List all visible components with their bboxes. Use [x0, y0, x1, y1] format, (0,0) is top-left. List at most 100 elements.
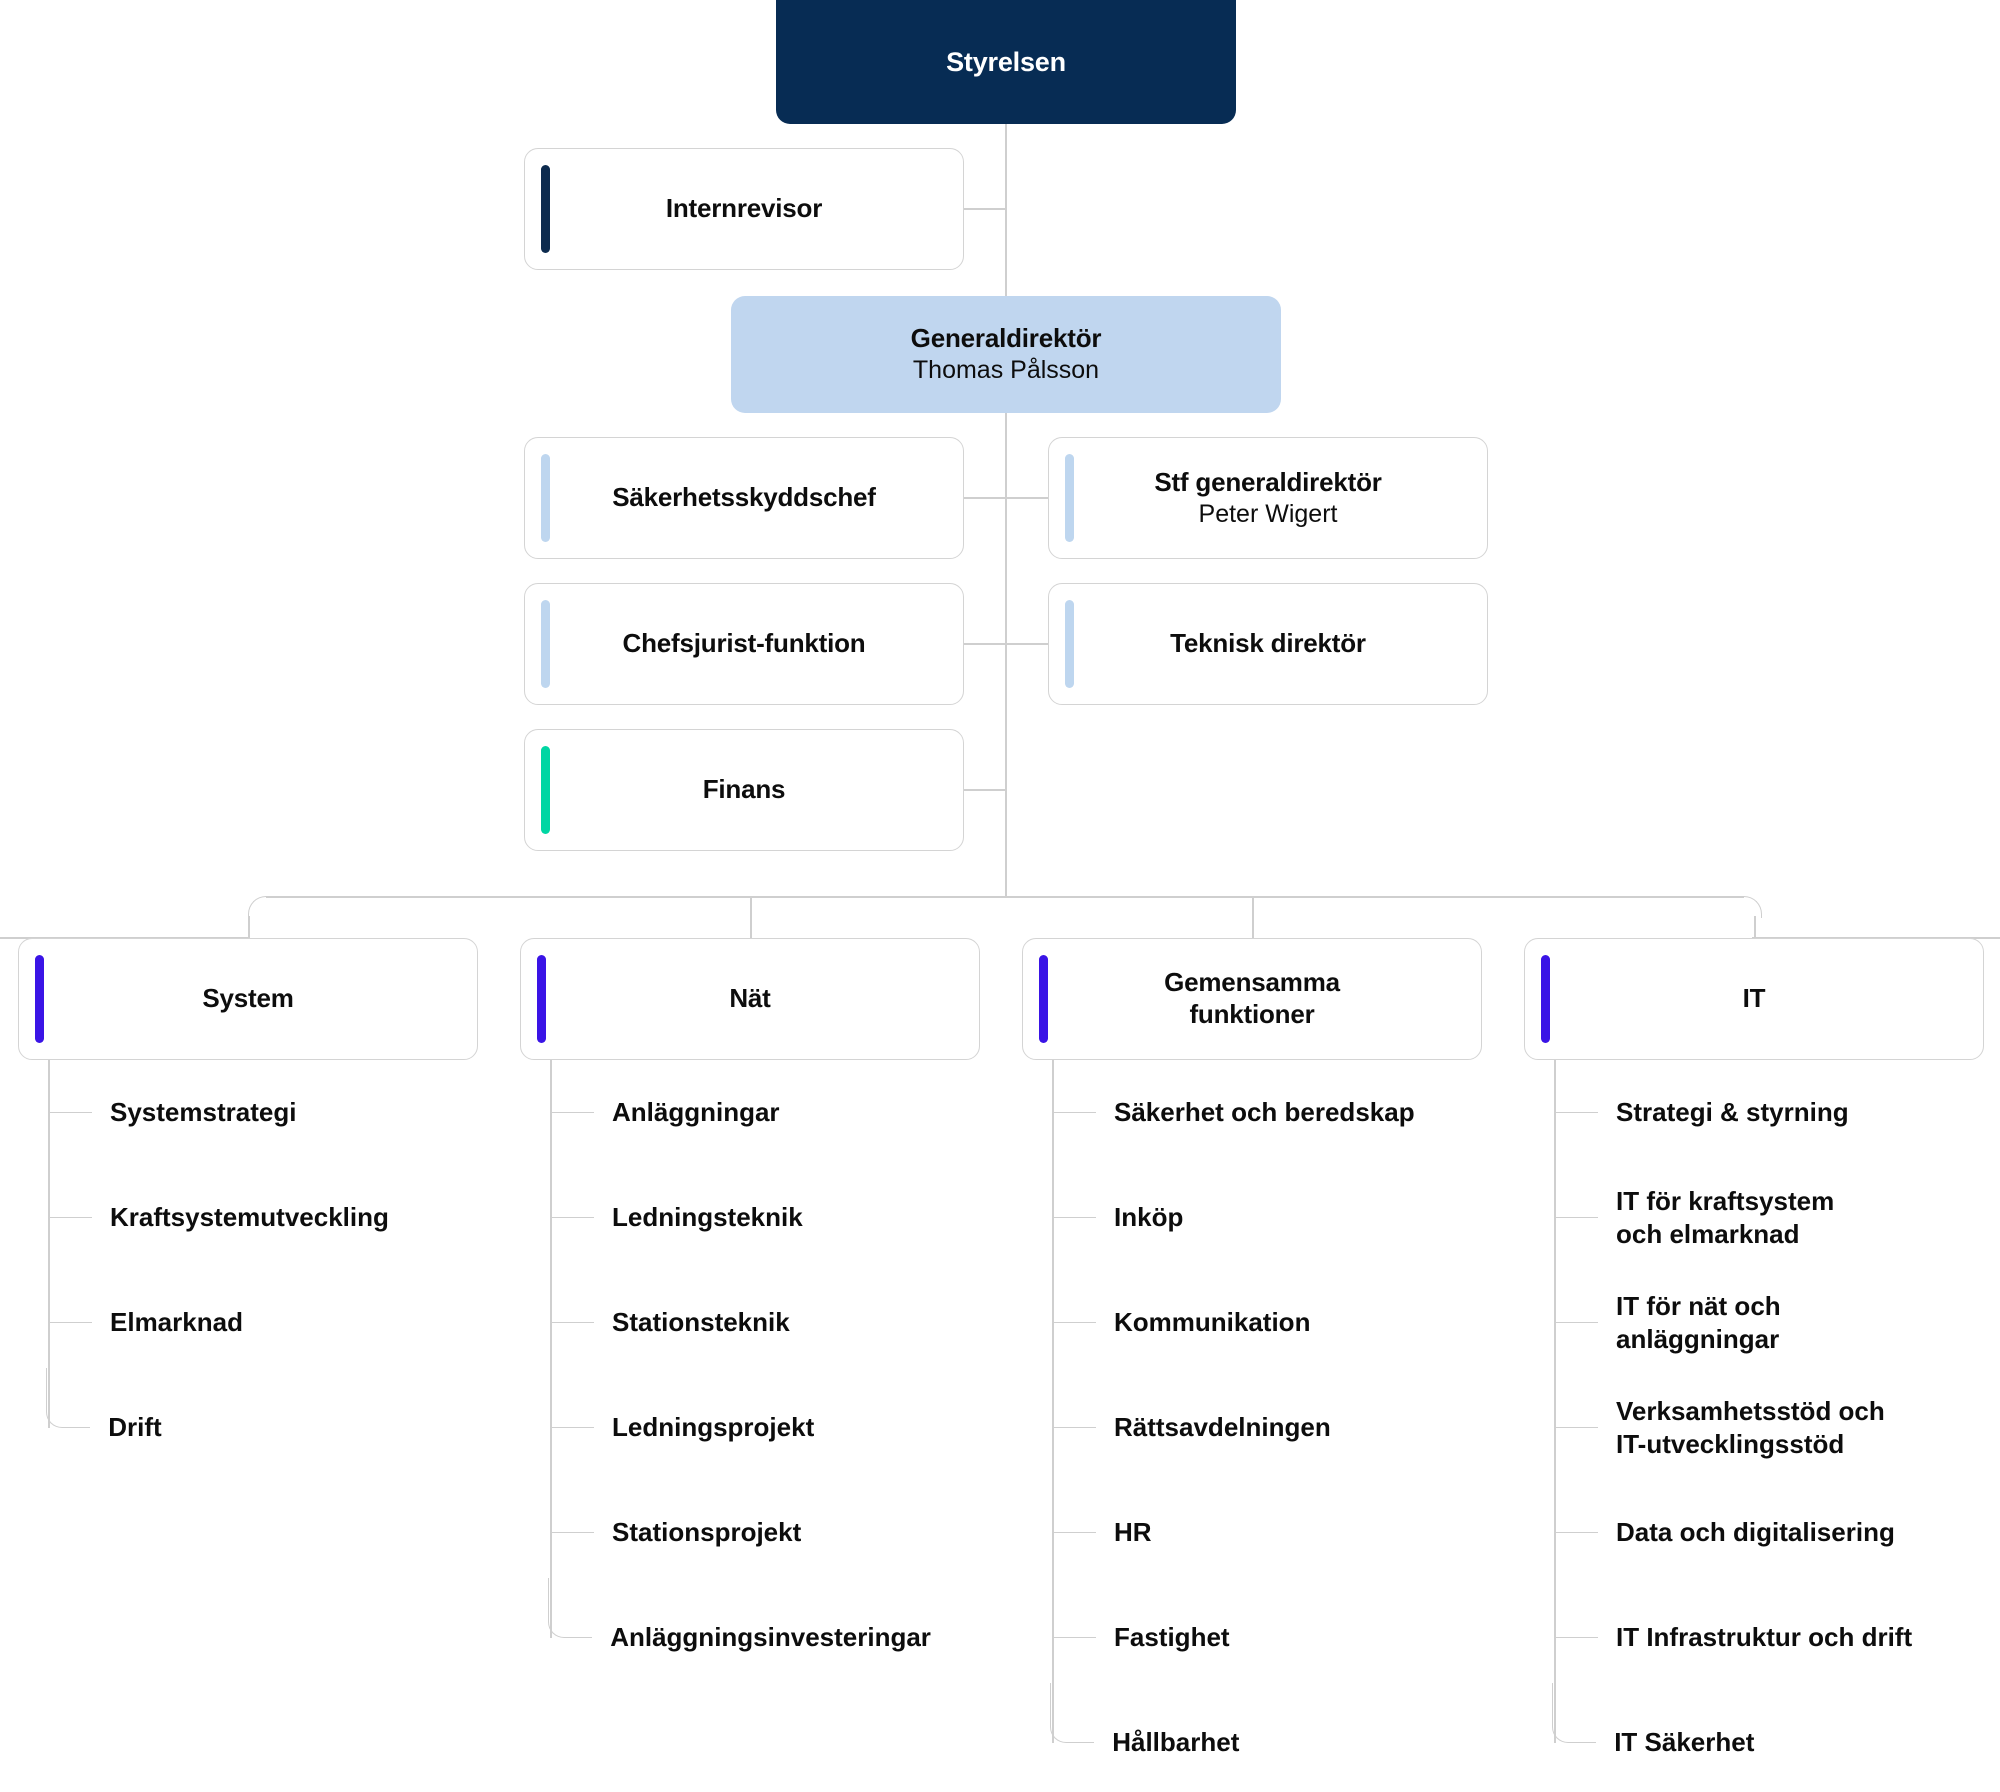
sub-list-item[interactable]: Anläggningar	[550, 1060, 931, 1165]
sub-list-item[interactable]: Inköp	[1052, 1165, 1415, 1270]
node-styrelsen[interactable]: Styrelsen	[776, 0, 1236, 124]
sub-item-connector	[1554, 1216, 1598, 1219]
sub-list-item[interactable]: IT för nät och anläggningar	[1554, 1270, 1912, 1375]
sub-item-connector	[1052, 1636, 1096, 1639]
sub-item-label: Kraftsystemutveckling	[110, 1202, 389, 1233]
sub-list-item[interactable]: HR	[1052, 1480, 1415, 1585]
accent-bar-violet	[35, 955, 44, 1043]
sub-item-label: Anläggningsinvesteringar	[610, 1622, 931, 1653]
connector-stf-generaldirektor	[1005, 497, 1048, 499]
node-label: System	[202, 983, 294, 1014]
accent-bar-navy	[541, 165, 550, 253]
sub-list-item[interactable]: Stationsprojekt	[550, 1480, 931, 1585]
node-division-system[interactable]: System	[18, 938, 478, 1060]
accent-bar-lightblue	[1065, 454, 1074, 542]
sub-item-label: Säkerhet och beredskap	[1114, 1097, 1415, 1128]
sub-list-it: Strategi & styrning IT för kraftsystem oc…	[1552, 1060, 1912, 1792]
division-reach-3	[1752, 937, 2000, 939]
node-label: Nät	[729, 983, 771, 1014]
node-label: Gemensamma funktioner	[1164, 967, 1340, 1029]
sub-item-label: Inköp	[1114, 1202, 1184, 1233]
sub-list-item[interactable]: IT Säkerhet	[1552, 1682, 1912, 1792]
sub-item-connector	[1052, 1531, 1096, 1534]
division-leg-3	[1754, 916, 1756, 938]
node-stf-generaldirektor[interactable]: Stf generaldirektör Peter Wigert	[1048, 437, 1488, 559]
branch-corner-left	[248, 896, 268, 918]
node-sakerhetsskyddschef[interactable]: Säkerhetsskyddschef	[524, 437, 964, 559]
sub-list-item[interactable]: Verksamhetsstöd och IT-utvecklingsstöd	[1554, 1375, 1912, 1480]
connector-chefsjurist	[964, 643, 1007, 645]
sub-item-connector	[548, 1577, 593, 1638]
node-teknisk-direktor[interactable]: Teknisk direktör	[1048, 583, 1488, 705]
accent-bar-lightblue	[541, 454, 550, 542]
node-internrevisor[interactable]: Internrevisor	[524, 148, 964, 270]
sub-item-label: Elmarknad	[110, 1307, 243, 1338]
sub-list-item[interactable]: Drift	[46, 1367, 389, 1480]
sub-list-item[interactable]: IT för kraftsystem och elmarknad	[1554, 1165, 1912, 1270]
sub-item-label: Drift	[108, 1412, 162, 1443]
sub-list-spine	[1554, 1060, 1556, 1743]
sub-item-connector	[550, 1216, 594, 1219]
sub-list-item[interactable]: Stationsteknik	[550, 1270, 931, 1375]
node-division-gemensamma-funktioner[interactable]: Gemensamma funktioner	[1022, 938, 1482, 1060]
node-finans[interactable]: Finans	[524, 729, 964, 851]
sub-item-connector	[1554, 1636, 1598, 1639]
sub-item-connector	[1050, 1682, 1095, 1743]
sub-list-spine	[48, 1060, 50, 1428]
node-label: Internrevisor	[665, 193, 823, 224]
sub-list-item[interactable]: Anläggningsinvesteringar	[548, 1577, 931, 1690]
accent-bar-violet	[537, 955, 546, 1043]
sub-list-spine	[1052, 1060, 1054, 1743]
sub-item-connector	[48, 1216, 92, 1219]
node-label: IT	[1742, 983, 1766, 1014]
sub-item-connector	[550, 1426, 594, 1429]
sub-item-label: Anläggningar	[612, 1097, 780, 1128]
connector-sakerhetsskyddschef	[964, 497, 1007, 499]
node-division-nat[interactable]: Nät	[520, 938, 980, 1060]
division-branch-bar	[266, 896, 1744, 898]
sub-list-item[interactable]: Ledningsteknik	[550, 1165, 931, 1270]
sub-item-label: HR	[1114, 1517, 1152, 1548]
sub-list-item[interactable]: Fastighet	[1052, 1585, 1415, 1690]
node-label: Chefsjurist-funktion	[622, 628, 866, 659]
sub-item-label: Kommunikation	[1114, 1307, 1311, 1338]
sub-item-connector	[550, 1111, 594, 1114]
sub-item-label: Fastighet	[1114, 1622, 1230, 1653]
sub-item-connector	[1554, 1321, 1598, 1324]
sub-item-label: Systemstrategi	[110, 1097, 297, 1128]
sub-item-label: Ledningsprojekt	[612, 1412, 815, 1443]
sub-item-label: Data och digitalisering	[1616, 1517, 1895, 1548]
sub-list-item[interactable]: Säkerhet och beredskap	[1052, 1060, 1415, 1165]
sub-list-item[interactable]: Rättsavdelningen	[1052, 1375, 1415, 1480]
sub-list-item[interactable]: Kraftsystemutveckling	[48, 1165, 389, 1270]
sub-item-label: Verksamhetsstöd och IT-utvecklingsstöd	[1616, 1396, 1885, 1459]
node-label: Styrelsen	[946, 46, 1066, 77]
node-label: Stf generaldirektör Peter Wigert	[1154, 466, 1382, 528]
connector-finans	[964, 789, 1007, 791]
sub-list-item[interactable]: Elmarknad	[48, 1270, 389, 1375]
sub-item-connector	[1052, 1111, 1096, 1114]
sub-item-connector	[46, 1367, 91, 1428]
node-chefsjurist-funktion[interactable]: Chefsjurist-funktion	[524, 583, 964, 705]
node-label: Säkerhetsskyddschef	[612, 482, 876, 513]
sub-list-item[interactable]: Systemstrategi	[48, 1060, 389, 1165]
branch-corner-right	[1742, 896, 1762, 918]
accent-bar-lightblue	[1065, 600, 1074, 688]
connector-teknisk-direktor	[1005, 643, 1048, 645]
sub-item-label: IT Infrastruktur och drift	[1616, 1622, 1913, 1653]
sub-item-label: Strategi & styrning	[1616, 1097, 1849, 1128]
sub-item-connector	[1554, 1531, 1598, 1534]
sub-list-item[interactable]: Strategi & styrning	[1554, 1060, 1912, 1165]
sub-list-item[interactable]: IT Infrastruktur och drift	[1554, 1585, 1912, 1690]
sub-list-item[interactable]: Kommunikation	[1052, 1270, 1415, 1375]
sub-list-item[interactable]: Hållbarhet	[1050, 1682, 1415, 1792]
node-division-it[interactable]: IT	[1524, 938, 1984, 1060]
sub-list-item[interactable]: Data och digitalisering	[1554, 1480, 1912, 1585]
sub-list-item[interactable]: Ledningsprojekt	[550, 1375, 931, 1480]
node-label: Teknisk direktör	[1170, 628, 1366, 659]
node-generaldirektor[interactable]: Generaldirektör Thomas Pålsson	[731, 296, 1281, 413]
division-leg-2	[1252, 896, 1254, 938]
